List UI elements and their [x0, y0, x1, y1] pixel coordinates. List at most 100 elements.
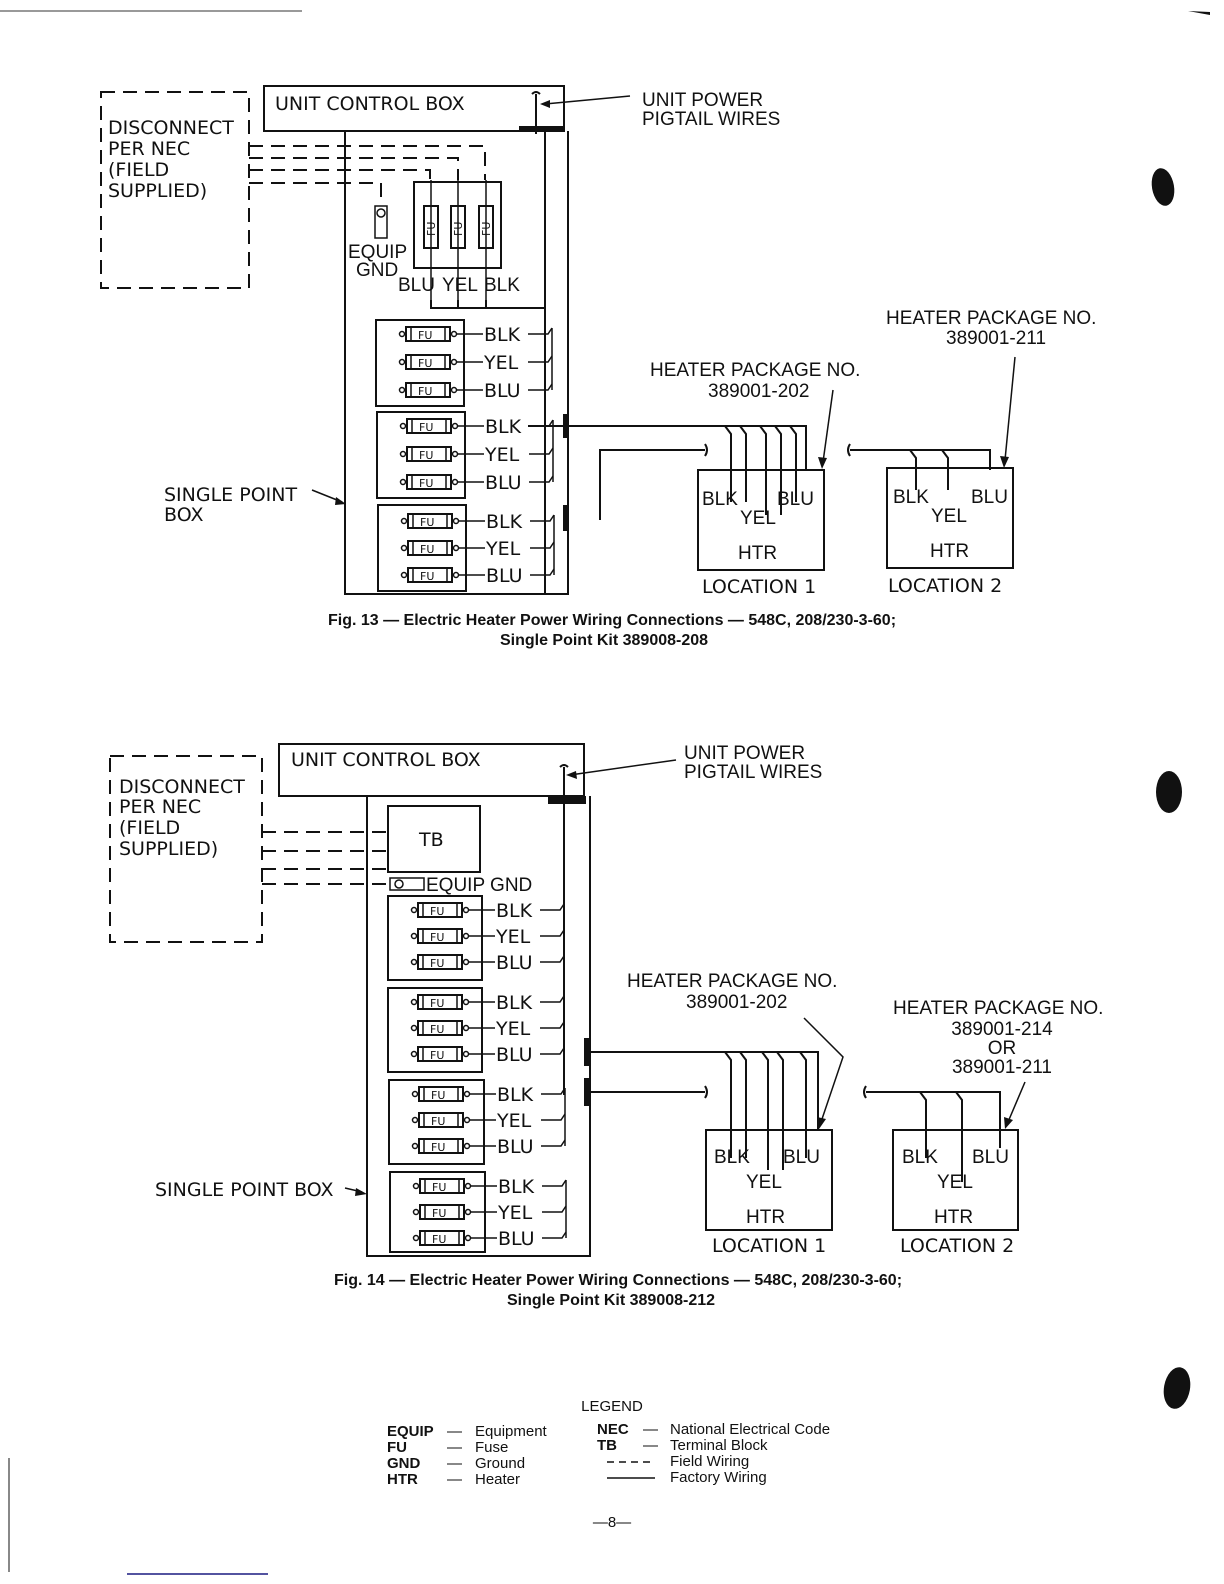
vertical-fuse: FU [450, 180, 466, 300]
legend-dash: — [447, 1455, 462, 1472]
fuse-wire-label: YEL [496, 1110, 532, 1132]
fuse-group-box [387, 987, 483, 1073]
legend-meaning: National Electrical Code [670, 1421, 830, 1438]
fuse-label: FU [432, 1207, 446, 1220]
fuse-label: FU [430, 1049, 444, 1062]
fuse-wire-label: BLK [498, 1176, 535, 1198]
legend-entry: NEC—National Electrical Code [597, 1421, 830, 1438]
heater-name: HTR [738, 543, 777, 564]
disconnect-box [109, 755, 263, 943]
fuse-label: FU [432, 1233, 446, 1246]
legend-entry: TB — Terminal Block [597, 1437, 768, 1454]
equip-gnd-label: EQUIP GND [426, 875, 532, 896]
legend: LEGEND EQUIP—EquipmentFU—FuseGND—GroundH… [387, 1398, 830, 1531]
break-symbol [704, 443, 708, 457]
fuse-wire-label: BLK [496, 900, 533, 922]
figure-14: DISCONNECT PER NEC (FIELD SUPPLIED) UNIT… [109, 743, 1103, 1309]
arrowhead-icon [566, 771, 577, 779]
fuse-label: FU [420, 543, 434, 556]
fuse-label: FU [432, 1181, 446, 1194]
fuse-group-box [376, 411, 466, 499]
fuse-label: FU [418, 329, 432, 342]
splice [563, 505, 569, 531]
fuse-wire-label: YEL [495, 926, 531, 948]
pigtail-label-line: UNIT POWER [684, 743, 805, 764]
fuse: FU [410, 902, 470, 918]
heater-wire-label: BLK [902, 1147, 938, 1168]
fuse-label: FU [420, 516, 434, 529]
legend-title: LEGEND [581, 1398, 643, 1415]
heater-package-number: 389001-211 [946, 328, 1046, 349]
break-symbol [847, 443, 851, 457]
break-symbol [704, 1085, 708, 1099]
ground-lug [389, 877, 425, 891]
wire-label: YEL [442, 275, 478, 296]
arrowhead-icon [1004, 1117, 1013, 1129]
fuse: FU [399, 418, 459, 434]
legend-meaning: Equipment [475, 1423, 548, 1440]
fuse-wire-label: BLU [498, 1228, 535, 1250]
fuse-label: FU [419, 421, 433, 434]
disconnect-label-line: SUPPLIED) [108, 180, 207, 202]
break-symbol [863, 1085, 867, 1099]
heater-wire-label: YEL [937, 1172, 973, 1193]
fuse-wire-label: BLK [496, 992, 533, 1014]
fuse: FU [399, 446, 459, 462]
fuse: FU [410, 1020, 470, 1036]
fuse-label: FU [430, 957, 444, 970]
fuse-group-box [388, 1079, 485, 1165]
fuse-label: FU [430, 997, 444, 1010]
legend-entry: Factory Wiring [607, 1469, 767, 1486]
legend-dash: — [643, 1437, 658, 1454]
wire-label: BLK [484, 275, 520, 296]
legend-abbr: HTR [387, 1471, 418, 1488]
legend-meaning: Terminal Block [670, 1437, 768, 1454]
fuse-label: FU [430, 905, 444, 918]
heater-wire-label: YEL [931, 506, 967, 527]
legend-abbr: GND [387, 1455, 421, 1472]
legend-entry: HTR—Heater [387, 1471, 520, 1488]
legend-dash: — [447, 1423, 462, 1440]
pigtail-label-line: PIGTAIL WIRES [684, 762, 822, 783]
fuse-label: FU [419, 449, 433, 462]
vertical-fuse: FU [478, 180, 494, 300]
svg-text:FU: FU [452, 222, 465, 236]
fuse: FU [410, 928, 470, 944]
fuse-wire-label: YEL [483, 352, 519, 374]
legend-entry: EQUIP—Equipment [387, 1423, 548, 1440]
ground-screw-icon [376, 208, 386, 218]
pigtail-label-line: PIGTAIL WIRES [642, 109, 780, 130]
legend-meaning: Fuse [475, 1439, 508, 1456]
single-point-box-label: BOX [164, 504, 203, 526]
heater-wire-label: BLU [783, 1147, 820, 1168]
legend-abbr: TB [597, 1437, 617, 1454]
ground-screw-icon [394, 879, 404, 889]
arrowhead-icon [355, 1188, 367, 1196]
wire-label: BLU [398, 275, 435, 296]
hole-punch-mark [1151, 168, 1175, 206]
heater-package-label: HEATER PACKAGE NO. [627, 971, 837, 992]
heater-wire-label: BLK [714, 1147, 750, 1168]
fuse: FU [412, 1204, 472, 1220]
heater-1-box [697, 469, 825, 571]
single-point-box-label: SINGLE POINT BOX [155, 1179, 334, 1201]
fuse: FU [410, 994, 470, 1010]
gnd-label: GND [356, 260, 398, 281]
fuse: FU [412, 1230, 472, 1246]
heater-location: LOCATION 1 [702, 576, 816, 598]
heater-wire-label: BLU [971, 487, 1008, 508]
heater-wire-label: YEL [746, 1172, 782, 1193]
figure-14-caption-line2: Single Point Kit 389008-212 [507, 1292, 715, 1309]
legend-entry: FU—Fuse [387, 1439, 508, 1456]
legend-dash: — [447, 1471, 462, 1488]
field-wire [249, 182, 382, 200]
terminal-block-label: TB [418, 829, 444, 851]
ground-lug [374, 205, 388, 239]
hole-punch-mark [1163, 1367, 1191, 1409]
fuse-wire-label: BLU [496, 1044, 533, 1066]
heater-2-box [892, 1129, 1019, 1231]
heater-wire-label: BLK [702, 489, 738, 510]
fuse-wire-label: BLU [484, 380, 521, 402]
